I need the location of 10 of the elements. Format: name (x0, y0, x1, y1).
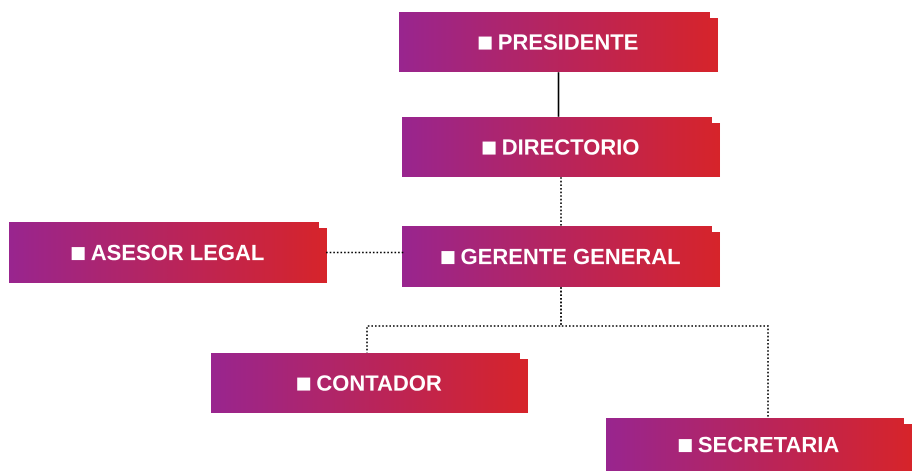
connector-line (560, 177, 562, 226)
connector-line (326, 252, 404, 254)
org-box: ASESOR LEGAL (9, 222, 327, 283)
org-box: SECRETARIA (606, 418, 912, 471)
org-box: DIRECTORIO (402, 117, 720, 177)
connector-line (558, 72, 560, 117)
org-box: PRESIDENTE (399, 12, 718, 72)
connector-line (560, 287, 769, 418)
org-box: GERENTE GENERAL (402, 226, 720, 287)
org-box: CONTADOR (211, 353, 528, 413)
